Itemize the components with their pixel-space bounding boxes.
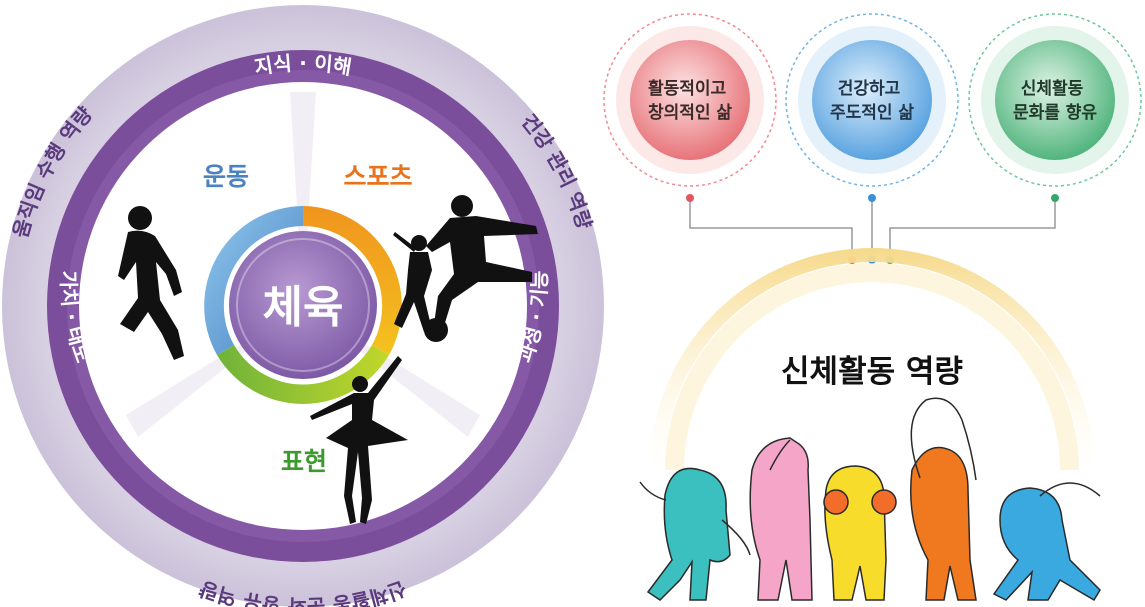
bubble-healthy-self-directed: 건강하고 주도적인 삶 xyxy=(785,13,959,202)
bubble-active-creative: 활동적이고 창의적인 삶 xyxy=(603,13,777,202)
svg-text:신체활동 문화를 향유: 신체활동 문화를 향유 xyxy=(1013,78,1097,123)
blue-character xyxy=(992,482,1101,602)
inner-ring-label-knowledge: 지식 · 이해 xyxy=(253,51,354,80)
svg-text:건강하고 주도적인 삶: 건강하고 주도적인 삶 xyxy=(830,79,914,123)
bubble-1-line-2: 창의적인 삶 xyxy=(648,103,732,123)
bubble-2-line-2: 주도적인 삶 xyxy=(830,103,914,123)
baseball-player-silhouette xyxy=(393,232,432,332)
characters-illustration xyxy=(639,397,1101,602)
bubble-culture-enjoyment: 신체활동 문화를 향유 xyxy=(968,13,1142,202)
domain-movement: 운동 xyxy=(203,162,249,191)
ballet-dancer-silhouette xyxy=(310,356,408,524)
bubble-2-line-1: 건강하고 xyxy=(838,79,901,99)
domain-sports: 스포츠 xyxy=(343,162,412,191)
teal-character xyxy=(639,467,751,601)
soccer-player-silhouette xyxy=(424,195,538,342)
yellow-character xyxy=(823,465,897,601)
domain-ring xyxy=(204,206,402,404)
domain-expression: 표현 xyxy=(281,447,327,476)
center-circle xyxy=(229,231,377,379)
bubble-3-line-1: 신체활동 xyxy=(1021,78,1084,99)
runner-silhouette xyxy=(118,206,184,360)
bubble-1-line-1: 활동적이고 xyxy=(648,78,727,99)
orange-character xyxy=(909,397,977,601)
competency-wheel: 체육 운동 스포츠 표현 지식 · 이해 과정 · 기능 가치 · 태도 건강 … xyxy=(2,5,604,607)
svg-text:활동적이고 창의적인 삶: 활동적이고 창의적인 삶 xyxy=(648,78,732,123)
bubble-3-line-2: 문화를 향유 xyxy=(1013,102,1097,123)
pink-character xyxy=(749,437,813,601)
svg-text:지식 · 이해: 지식 · 이해 xyxy=(253,51,354,80)
competency-title: 신체활동 역량 xyxy=(781,354,963,390)
competency-arc: 신체활동 역량 xyxy=(650,248,1094,470)
goal-bubbles: 활동적이고 창의적인 삶 건강하고 주도적인 삶 신체활동 문화를 향유 xyxy=(603,13,1142,264)
center-label: 체육 xyxy=(263,282,344,333)
